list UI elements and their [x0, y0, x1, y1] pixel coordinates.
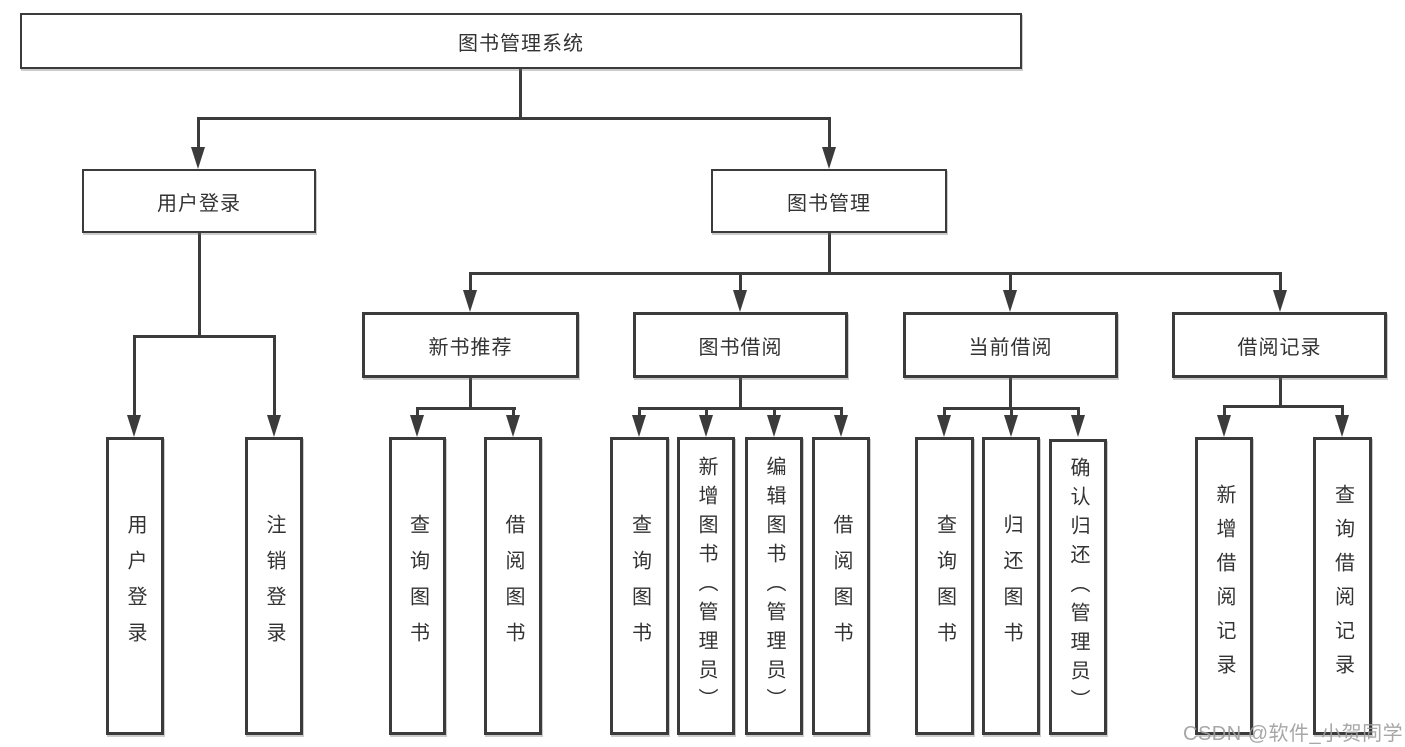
- node-current-borrow: 当前借阅: [903, 312, 1118, 378]
- connector-to-leaf-add-record: [1223, 405, 1226, 416]
- connector-borrow-records-stem: [1279, 378, 1282, 408]
- connector-to-leaf-borrow-books-2: [840, 407, 843, 416]
- connector-to-leaf-query-books-1: [416, 407, 419, 416]
- leaf-query-books-1-label: 查询图书: [406, 514, 429, 658]
- leaf-query-books-1: 查询图书: [389, 437, 446, 735]
- leaf-borrow-books-1-label: 借阅图书: [502, 514, 524, 658]
- connector-book-management-stem: [828, 233, 831, 275]
- node-new-book-recommend-label: 新书推荐: [428, 336, 513, 359]
- connector-borrow-records-rail: [1223, 405, 1344, 408]
- connector-to-leaf-edit-book: [773, 407, 776, 416]
- arrow-to-leaf-confirm-return: [1071, 415, 1085, 437]
- connector-book-borrow-stem: [739, 378, 742, 410]
- node-borrow-records: 借阅记录: [1172, 312, 1387, 378]
- connector-new-book-stem: [469, 378, 472, 410]
- connector-to-new-book: [469, 272, 472, 291]
- node-root-label: 图书管理系统: [458, 32, 584, 55]
- arrow-to-leaf-add-book: [699, 415, 713, 437]
- leaf-logout: 注销登录: [245, 437, 303, 735]
- connector-to-borrow-records: [1279, 272, 1282, 291]
- leaf-confirm-return-admin: 确认归还（管理员）: [1049, 439, 1107, 735]
- connector-to-leaf-return-book: [1010, 407, 1013, 416]
- leaf-return-book: 归还图书: [982, 437, 1040, 735]
- connector-to-leaf-query-record: [1341, 405, 1344, 416]
- leaf-query-books-3-label: 查询图书: [933, 514, 956, 658]
- leaf-return-book-label: 归还图书: [1000, 514, 1022, 658]
- leaf-add-borrow-record: 新增借阅记录: [1195, 437, 1253, 735]
- leaf-query-books-2: 查询图书: [610, 437, 669, 735]
- csdn-watermark: CSDN @软件_小贺同学: [1183, 723, 1404, 745]
- leaf-add-book-admin-label: 新增图书（管理员）: [695, 455, 717, 717]
- node-user-login-label: 用户登录: [157, 192, 241, 215]
- connector-to-leaf-logout: [273, 335, 276, 416]
- arrow-to-leaf-query-books-3: [937, 415, 951, 437]
- node-new-book-recommend: 新书推荐: [362, 312, 579, 378]
- connector-root-stem: [519, 69, 522, 119]
- arrow-to-leaf-user-login: [127, 415, 141, 437]
- connector-user-login-rail: [133, 335, 276, 338]
- connector-to-book-management: [828, 117, 831, 148]
- arrow-to-book-borrow: [733, 290, 747, 312]
- leaf-borrow-books-1: 借阅图书: [484, 437, 542, 735]
- connector-book-management-rail: [469, 272, 1282, 275]
- connector-new-book-rail: [416, 407, 516, 410]
- leaf-add-borrow-record-label: 新增借阅记录: [1213, 484, 1235, 688]
- connector-root-rail: [197, 117, 831, 120]
- connector-to-leaf-confirm-return: [1077, 407, 1080, 416]
- arrow-to-leaf-query-record: [1335, 415, 1349, 437]
- leaf-user-login: 用户登录: [106, 437, 164, 735]
- connector-book-borrow-rail: [638, 407, 843, 410]
- connector-to-book-borrow: [739, 272, 742, 291]
- leaf-query-books-3: 查询图书: [915, 437, 974, 735]
- connector-user-login-stem: [198, 233, 201, 338]
- connector-to-leaf-query-books-3: [943, 407, 946, 416]
- connector-to-current-borrow: [1009, 272, 1012, 291]
- node-borrow-records-label: 借阅记录: [1237, 336, 1322, 359]
- leaf-logout-label: 注销登录: [263, 514, 285, 658]
- node-book-management: 图书管理: [711, 169, 947, 233]
- arrow-to-leaf-query-books-2: [632, 415, 646, 437]
- arrow-to-leaf-query-books-1: [410, 415, 424, 437]
- arrow-to-leaf-borrow-books-2: [834, 415, 848, 437]
- arrow-to-leaf-borrow-books-1: [506, 415, 520, 437]
- connector-to-user-login: [197, 117, 200, 148]
- arrow-to-leaf-return-book: [1004, 415, 1018, 437]
- node-book-management-label: 图书管理: [787, 192, 871, 215]
- leaf-confirm-return-admin-label: 确认归还（管理员）: [1067, 456, 1089, 718]
- leaf-user-login-label: 用户登录: [124, 514, 146, 658]
- leaf-borrow-books-2-label: 借阅图书: [830, 514, 852, 658]
- leaf-query-borrow-record-label: 查询借阅记录: [1331, 484, 1354, 688]
- arrow-to-book-management: [822, 147, 836, 169]
- node-current-borrow-label: 当前借阅: [968, 336, 1053, 359]
- arrow-to-leaf-logout: [267, 415, 281, 437]
- leaf-query-books-2-label: 查询图书: [628, 514, 651, 658]
- connector-to-leaf-user-login: [133, 335, 136, 416]
- leaf-query-borrow-record: 查询借阅记录: [1313, 437, 1372, 735]
- arrow-to-leaf-add-record: [1217, 415, 1231, 437]
- connector-to-leaf-query-books-2: [638, 407, 641, 416]
- leaf-borrow-books-2: 借阅图书: [812, 437, 870, 735]
- leaf-edit-book-admin-label: 编辑图书（管理员）: [763, 455, 785, 717]
- arrow-to-current-borrow: [1003, 290, 1017, 312]
- connector-current-borrow-stem: [1009, 378, 1012, 410]
- arrow-to-new-book: [463, 290, 477, 312]
- node-root: 图书管理系统: [20, 13, 1022, 69]
- connector-to-leaf-add-book: [705, 407, 708, 416]
- node-user-login: 用户登录: [82, 169, 316, 233]
- leaf-add-book-admin: 新增图书（管理员）: [677, 437, 735, 735]
- arrow-to-borrow-records: [1273, 290, 1287, 312]
- node-book-borrow: 图书借阅: [633, 312, 848, 378]
- node-book-borrow-label: 图书借阅: [698, 336, 783, 359]
- connector-to-leaf-borrow-books-1: [512, 407, 515, 416]
- arrow-to-leaf-edit-book: [767, 415, 781, 437]
- leaf-edit-book-admin: 编辑图书（管理员）: [745, 437, 803, 735]
- arrow-to-user-login: [191, 147, 205, 169]
